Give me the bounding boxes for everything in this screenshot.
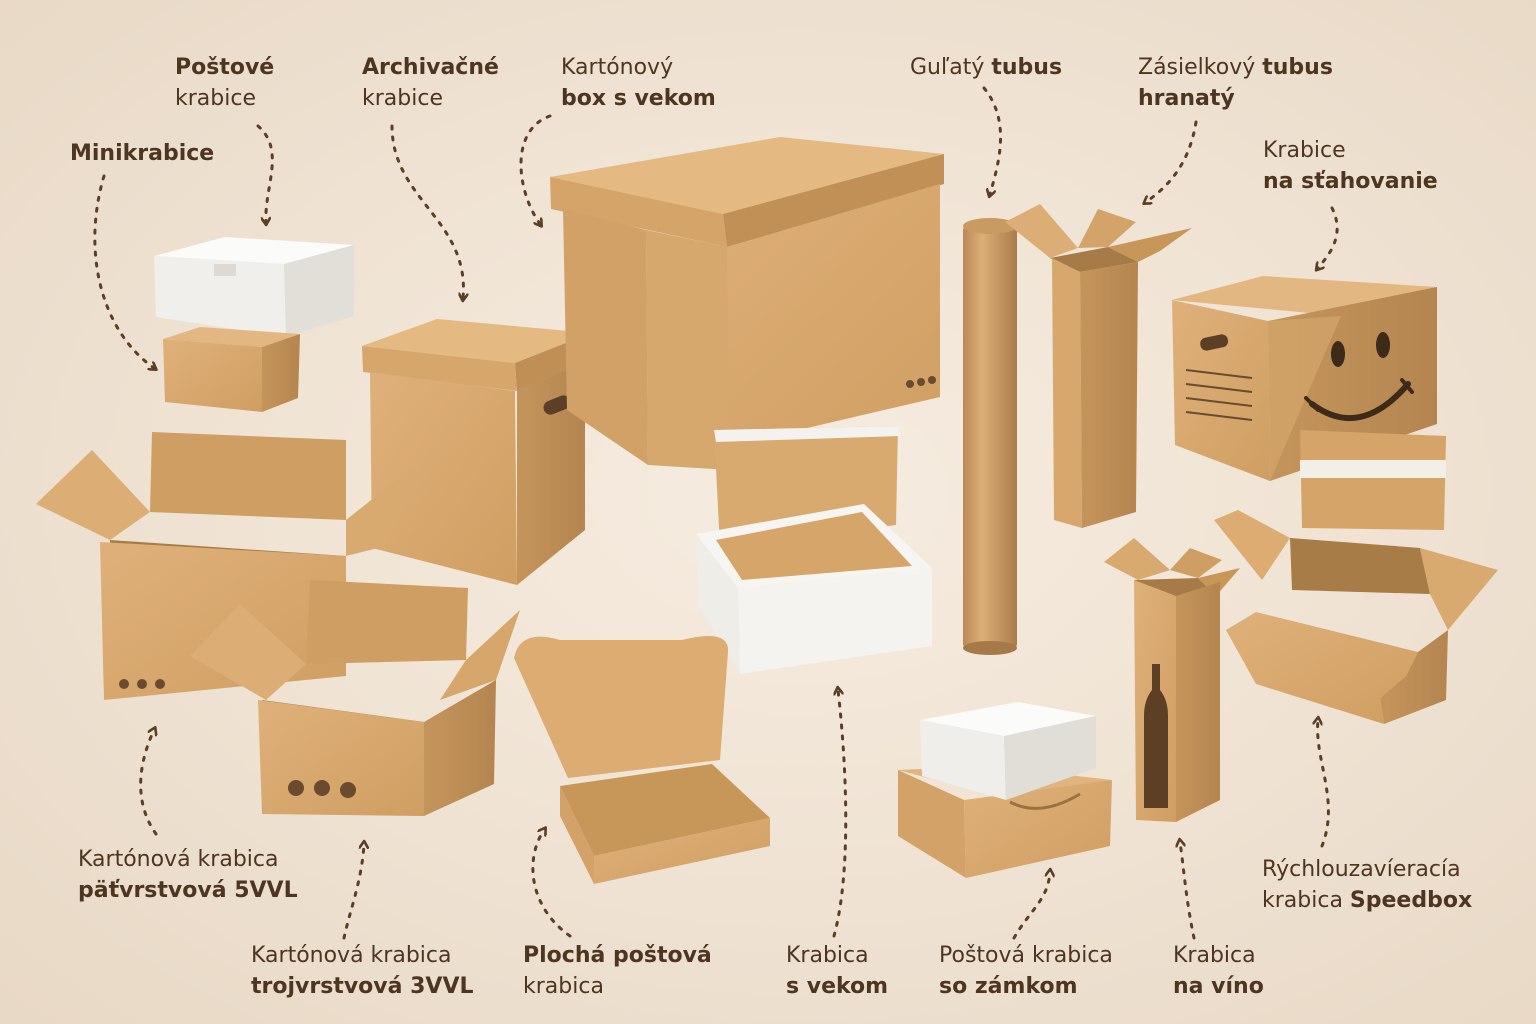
label-kartonovy-box: Kartónový box s vekom — [561, 55, 716, 111]
arrow-speedbox — [1318, 720, 1330, 848]
white-mailer-box — [154, 237, 354, 337]
wine-box — [1104, 538, 1240, 822]
label-na-vino: Krabica na víno — [1173, 943, 1264, 999]
label-patvrstvova: Kartónová krabica päťvrstvová 5VVL — [78, 847, 298, 903]
label-postove: Poštové krabice — [175, 55, 275, 111]
speedbox — [1214, 430, 1498, 724]
lock-mailer-box — [898, 702, 1112, 878]
arrow-zasielkovy-tubus — [1146, 120, 1198, 202]
three-layer-box — [190, 580, 520, 816]
label-minikrabice: Minikrabice — [70, 141, 215, 166]
white-lidded-box — [696, 426, 932, 674]
arrow-plocha — [531, 830, 572, 938]
label-trojvrstvova: Kartónová krabica trojvrstvová 3VVL — [251, 943, 474, 999]
label-plocha: Plochá poštová krabica — [523, 943, 712, 999]
mini-box — [163, 327, 300, 412]
round-tube — [963, 218, 1017, 655]
label-s-vekom: Krabica s vekom — [786, 943, 889, 999]
arrow-kartonovy-box — [519, 114, 552, 224]
arrow-archivacne — [390, 124, 463, 298]
moving-box-smiley — [1172, 276, 1437, 481]
arrow-stahovanie — [1318, 206, 1339, 268]
label-gulaty-tubus: Guľatý tubus — [910, 55, 1063, 80]
arrow-trojvrstvova — [342, 844, 364, 940]
large-lidded-box — [550, 137, 944, 470]
label-stahovanie: Krabice na sťahovanie — [1263, 138, 1438, 194]
label-archivacne: Archivačné krabice — [362, 55, 499, 111]
arrow-minikrabice — [93, 174, 154, 368]
arrow-postove — [256, 124, 274, 222]
square-tube — [1005, 204, 1192, 528]
label-so-zamkom: Poštová krabica so zámkom — [939, 943, 1113, 999]
label-zasielkovy-tubus: Zásielkový tubus hranatý — [1138, 55, 1333, 111]
arrow-so-zamkom — [1012, 872, 1050, 940]
arrow-s-vekom — [834, 690, 848, 938]
arrow-gulaty-tubus — [982, 86, 1003, 194]
archive-box — [362, 319, 591, 585]
label-speedbox: Rýchlouzavíeracía krabica Speedbox — [1262, 857, 1473, 913]
arrow-na-vino — [1180, 842, 1196, 940]
arrow-patvrstvova — [139, 730, 156, 836]
flat-mailer-box — [514, 636, 770, 884]
